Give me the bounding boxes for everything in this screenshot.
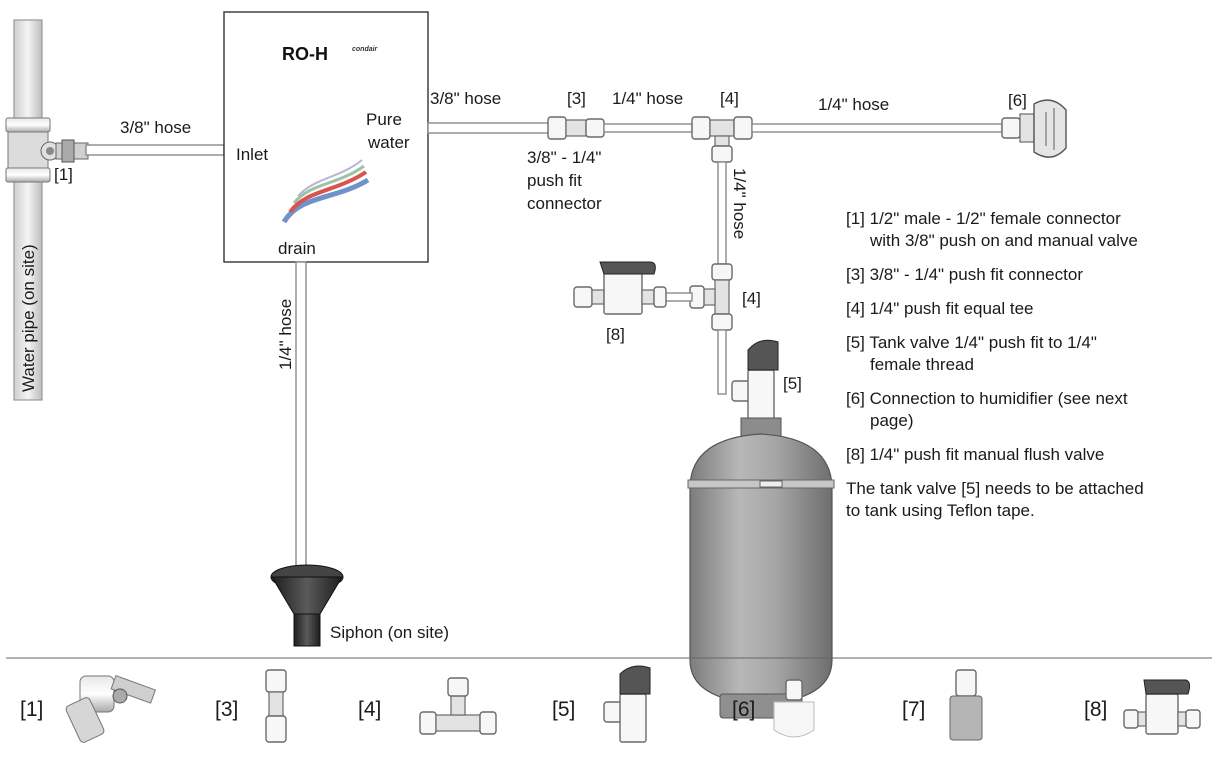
drain-label: drain <box>278 239 316 258</box>
part-label-1: [1] <box>20 698 43 721</box>
legend-6b: page) <box>870 411 913 430</box>
part-label-6: [6] <box>732 698 755 721</box>
quarter-hose-2 <box>751 123 1003 133</box>
part-7-icon <box>949 669 983 741</box>
part-label-4: [4] <box>358 698 381 721</box>
tag-5: [5] <box>783 374 802 393</box>
tank-valve-icon <box>731 339 779 429</box>
inlet-label: Inlet <box>236 145 268 164</box>
part-label-3: [3] <box>215 698 238 721</box>
part-4-icon <box>419 677 497 735</box>
inlet-hose-label: 3/8" hose <box>120 118 191 137</box>
part-label-8: [8] <box>1084 698 1107 721</box>
pure-water-label-1: Pure <box>366 110 402 129</box>
pure-water-label-2: water <box>367 133 410 152</box>
water-pipe <box>13 19 43 401</box>
wave-logo-icon <box>281 159 370 224</box>
part-3-icon <box>265 669 287 743</box>
outlet-hose-label: 3/8" hose <box>430 89 501 108</box>
parts-legend: [1] 1/2" male - 1/2" female connector wi… <box>846 209 1144 520</box>
ro-h-unit <box>223 11 429 263</box>
part-8-icon <box>1123 679 1201 735</box>
storage-tank-icon <box>687 417 835 719</box>
legend-1a: [1] 1/2" male - 1/2" female connector <box>846 209 1121 228</box>
connector-3-icon <box>547 116 605 140</box>
tag-8: [8] <box>606 325 625 344</box>
inlet-valve-icon <box>5 117 89 183</box>
siphon-label: Siphon (on site) <box>330 623 449 642</box>
legend-8: [8] 1/4" push fit manual flush valve <box>846 445 1104 464</box>
siphon-funnel-icon <box>270 564 344 647</box>
legend-5a: [5] Tank valve 1/4" push fit to 1/4" <box>846 333 1097 352</box>
part-1-icon <box>65 675 157 743</box>
drain-hose <box>295 261 307 569</box>
tag-6: [6] <box>1008 91 1027 110</box>
legend-5b: female thread <box>870 355 974 374</box>
legend-4: [4] 1/4" push fit equal tee <box>846 299 1034 318</box>
quarter-hose-vertical-label: 1/4" hose <box>730 168 749 239</box>
water-pipe-label: Water pipe (on site) <box>19 244 38 392</box>
part-6-icon <box>773 679 815 738</box>
humidifier-connection-icon <box>1001 99 1067 158</box>
tee-4-top-icon <box>691 116 753 163</box>
flush-hose <box>663 292 693 302</box>
tee-4-lower-icon <box>689 263 733 331</box>
outlet-hose <box>427 122 551 134</box>
tag-1: [1] <box>54 165 73 184</box>
tag-4-side: [4] <box>742 289 761 308</box>
connector-note-1: 3/8" - 1/4" <box>527 148 601 167</box>
tag-3: [3] <box>567 89 586 108</box>
inlet-hose <box>85 144 225 156</box>
unit-name: RO-H <box>282 44 328 64</box>
drain-hose-label: 1/4" hose <box>276 299 295 370</box>
brand-logo: condair <box>352 46 379 53</box>
tag-4-top: [4] <box>720 89 739 108</box>
connector-note-2: push fit <box>527 171 582 190</box>
part-label-7: [7] <box>902 698 925 721</box>
part-5-icon <box>603 665 651 743</box>
flush-valve-icon <box>573 261 667 315</box>
legend-3: [3] 3/8" - 1/4" push fit connector <box>846 265 1083 284</box>
legend-note-b: to tank using Teflon tape. <box>846 501 1035 520</box>
legend-1b: with 3/8" push on and manual valve <box>869 231 1138 250</box>
part-label-5: [5] <box>552 698 575 721</box>
quarter-hose-2-label: 1/4" hose <box>818 95 889 114</box>
quarter-hose-1 <box>603 123 693 133</box>
legend-note-a: The tank valve [5] needs to be attached <box>846 479 1144 498</box>
legend-6a: [6] Connection to humidifier (see next <box>846 389 1128 408</box>
quarter-hose-1-label: 1/4" hose <box>612 89 683 108</box>
quarter-hose-vertical <box>717 161 727 265</box>
parts-row: [1] [3] [4] [5] [6] <box>20 665 1201 743</box>
tank-hose <box>717 329 727 395</box>
connector-note-3: connector <box>527 194 602 213</box>
